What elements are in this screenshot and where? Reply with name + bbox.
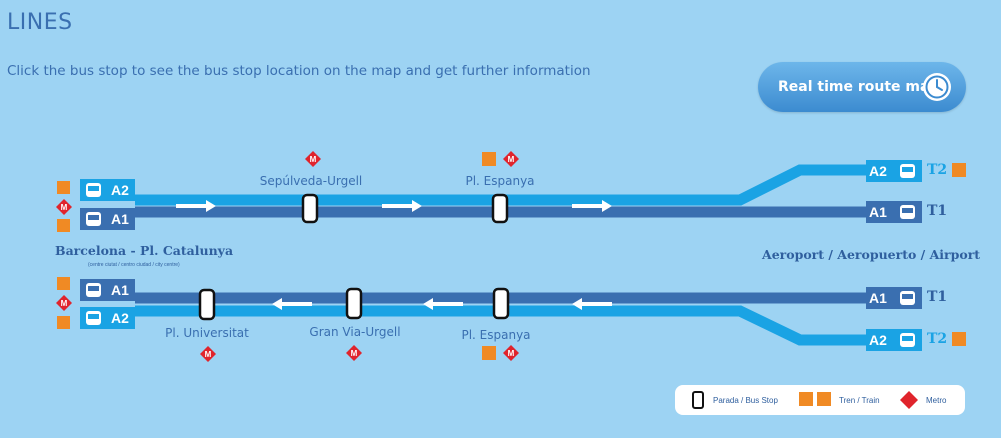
svg-text:M: M (508, 155, 515, 164)
clock-icon (923, 73, 951, 101)
direction-arrows-outbound (176, 200, 612, 212)
legend-icons (692, 391, 918, 409)
metro-icon: M (503, 151, 519, 167)
dest-terminal-label: T1 (927, 203, 948, 219)
train-icon (57, 219, 70, 232)
stop-label-sepulveda-urgell[interactable]: Sepúlveda-Urgell (259, 174, 363, 188)
dest-badge-label: A1 (869, 204, 887, 220)
train-icon (57, 277, 70, 290)
legend-train: Tren / Train (839, 396, 880, 405)
train-icon (482, 346, 496, 360)
bus-stop-pl-espanya-outbound[interactable] (491, 193, 509, 224)
svg-text:M: M (310, 155, 317, 164)
stop-label-pl-universitat[interactable]: Pl. Universitat (165, 326, 249, 340)
metro-icon: M (56, 199, 72, 215)
stop-label-gran-via-urgell[interactable]: Gran Via-Urgell (309, 325, 401, 339)
page-title: LINES (7, 10, 73, 35)
train-icon (57, 316, 70, 329)
svg-text:M: M (351, 349, 358, 358)
page-subtitle: Click the bus stop to see the bus stop l… (7, 63, 591, 79)
metro-icon (900, 391, 918, 409)
realtime-button-label: Real time route map (778, 79, 940, 95)
svg-text:M: M (61, 299, 68, 308)
train-icon (799, 392, 813, 406)
metro-icons: M M M M M M M (56, 151, 519, 362)
metro-icon: M (56, 295, 72, 311)
dest-terminal-label: T2 (927, 162, 948, 178)
line-a2-outbound (135, 164, 868, 206)
metro-icon: M (305, 151, 321, 167)
dest-terminal-label: T1 (927, 289, 948, 305)
origin-name: Barcelona - Pl. Catalunya (55, 243, 234, 258)
train-icons (57, 152, 966, 360)
metro-icon: M (503, 345, 519, 361)
dest-badge-label: A2 (869, 332, 887, 348)
train-icon (57, 181, 70, 194)
legend: Parada / Bus Stop Tren / Train Metro (675, 385, 965, 415)
svg-text:M: M (61, 203, 68, 212)
dest-badge-label: A1 (869, 290, 887, 306)
bus-icons (86, 164, 915, 347)
origin-badge-label: A2 (111, 310, 129, 326)
legend-metro: Metro (926, 396, 947, 405)
bus-stop-gran-via-urgell[interactable] (345, 287, 363, 320)
realtime-route-map-button[interactable]: Real time route map (758, 62, 966, 112)
stop-label-pl-espanya-inbound[interactable]: Pl. Espanya (461, 328, 531, 342)
origin-badge-label: A1 (111, 211, 129, 227)
svg-text:M: M (205, 350, 212, 359)
origin-badge-label: A2 (111, 182, 129, 198)
line-a2-inbound (135, 305, 868, 346)
legend-bus-stop: Parada / Bus Stop (713, 396, 778, 405)
train-icon (952, 163, 966, 177)
stop-label-pl-espanya-outbound[interactable]: Pl. Espanya (465, 174, 535, 188)
metro-icon: M (200, 346, 216, 362)
dest-badge-label: A2 (869, 163, 887, 179)
origin-badge-label: A1 (111, 282, 129, 298)
svg-text:M: M (508, 349, 515, 358)
bus-stop-icon (692, 391, 704, 409)
train-icon (482, 152, 496, 166)
bus-stop-sepulveda-urgell[interactable] (301, 193, 319, 224)
bus-stop-pl-universitat[interactable] (198, 288, 216, 321)
direction-arrows-inbound (272, 298, 612, 310)
train-icon (817, 392, 831, 406)
train-icon (952, 332, 966, 346)
metro-icon: M (346, 345, 362, 361)
destination-name: Aeroport / Aeropuerto / Airport (762, 247, 981, 262)
origin-note: (centre ciutat / centro ciudad / city ce… (88, 262, 180, 268)
dest-terminal-label: T2 (927, 331, 948, 347)
bus-stop-pl-espanya-inbound[interactable] (492, 287, 510, 320)
